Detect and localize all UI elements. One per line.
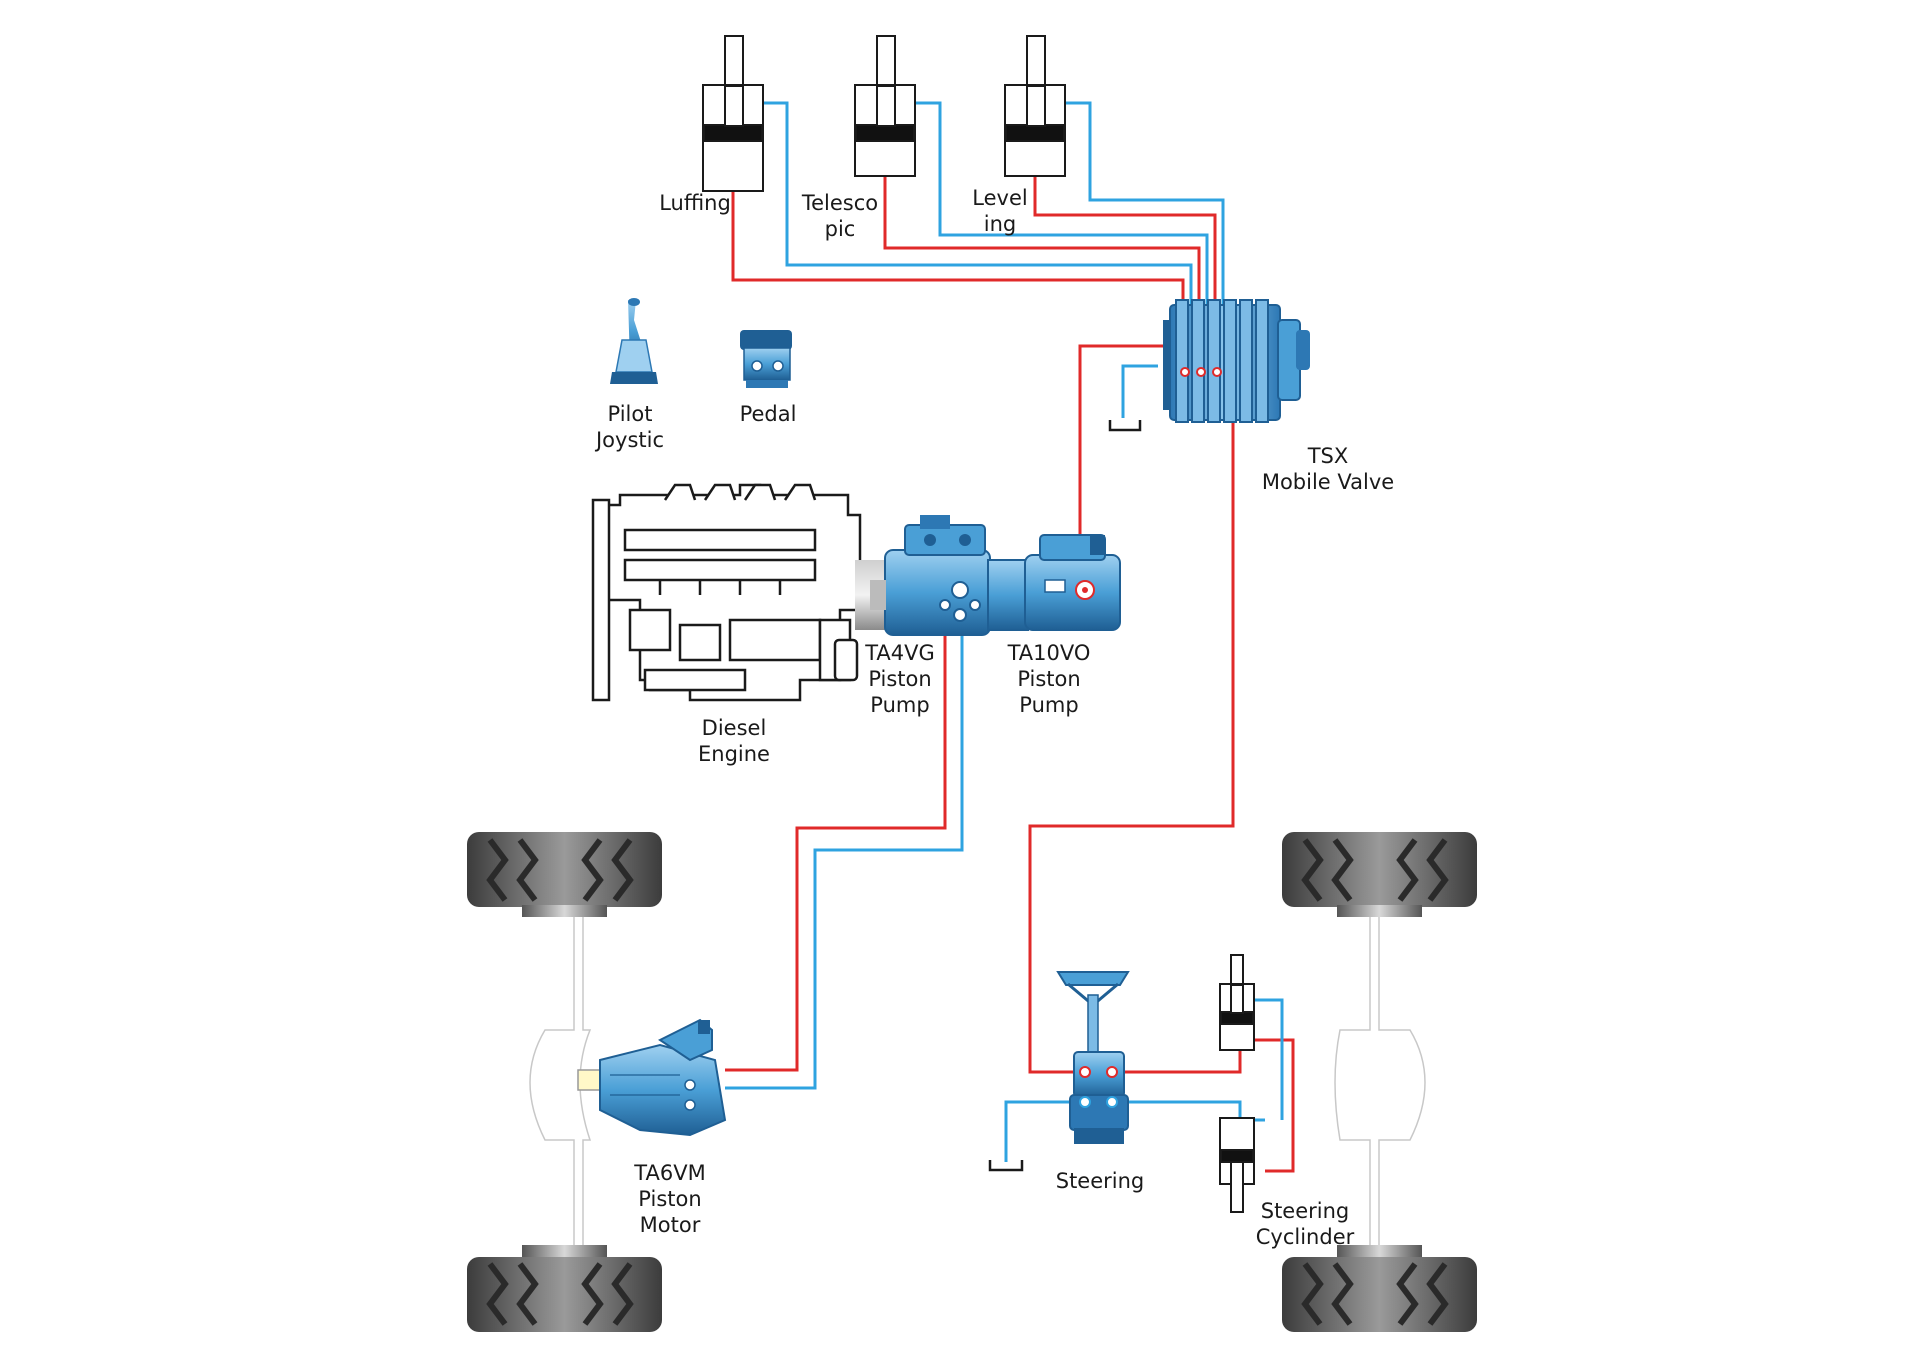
leveling-cylinder-icon (1004, 35, 1066, 177)
cyl-cross-blue-line (1250, 998, 1284, 1120)
diesel-engine-icon (591, 483, 862, 702)
steering-upper-cylinder-icon (1219, 954, 1255, 1051)
steering-unit-icon (1056, 971, 1130, 1144)
luffing-cylinder-icon (702, 35, 764, 192)
ta10vo-pump-icon (1024, 534, 1121, 631)
leveling-pressure-line (1033, 176, 1217, 378)
label-luffing: Luffing (659, 191, 731, 215)
steering-tank-return-line (1004, 1100, 1072, 1162)
ta4vg-pump-icon (870, 515, 1029, 636)
steering-tank-icon (988, 1160, 1024, 1172)
tank-icon (1108, 420, 1142, 432)
telescopic-return-line (915, 101, 1209, 378)
valve-tank-return-line (1121, 364, 1158, 418)
tsx-mobile-valve-icon (1163, 299, 1310, 423)
tire-rear-left-icon (467, 1245, 662, 1332)
telescopic-pressure-line (883, 176, 1201, 378)
cyl-cross-red-line (1250, 1038, 1295, 1173)
tire-front-left-icon (467, 832, 662, 917)
tire-rear-right-icon (1282, 1245, 1477, 1332)
tire-front-right-icon (1282, 832, 1477, 917)
valve-to-steering-line (1028, 378, 1235, 1074)
ta6vm-motor-icon (577, 1018, 727, 1137)
luffing-pressure-line (731, 191, 1185, 378)
label-steering: Steering (1055, 1169, 1145, 1193)
pilot-joystick-icon (610, 298, 658, 384)
pedal-icon (740, 330, 792, 388)
ta4vg-motor-pressure-line (725, 630, 947, 1072)
leveling-return-line (1065, 101, 1225, 378)
steering-lower-cylinder-icon (1219, 1117, 1255, 1213)
label-pedal: Pedal (739, 402, 797, 426)
telescopic-cylinder-icon (854, 35, 916, 177)
ta4vg-motor-return-line (725, 630, 964, 1090)
ta10vo-to-valve-pressure-line (1078, 344, 1163, 590)
